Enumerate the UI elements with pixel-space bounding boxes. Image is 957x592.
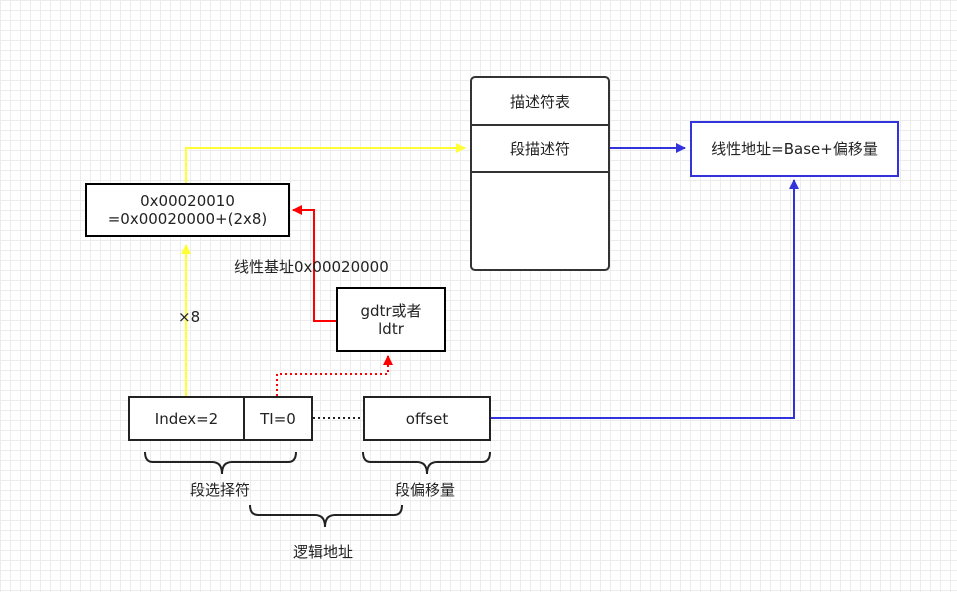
- linear-address-text: 线性地址=Base+偏移量: [711, 140, 878, 158]
- ti-to-register-arrow: [276, 355, 393, 396]
- selector-brace: [144, 451, 297, 475]
- register-box: gdtr或者 ldtr: [336, 287, 446, 352]
- offset-brace: [362, 451, 491, 475]
- register-line2: ldtr: [378, 319, 404, 338]
- offset-text: offset: [405, 409, 449, 428]
- offset-box: offset: [363, 396, 491, 441]
- base-to-address-arrow: [292, 205, 336, 322]
- logical-address-brace: [249, 504, 403, 528]
- times-eight-label: ×8: [178, 308, 201, 326]
- linear-address-box: 线性地址=Base+偏移量: [690, 121, 899, 177]
- descriptor-table: 描述符表 段描述符: [470, 76, 610, 271]
- descriptor-table-title: 描述符表: [509, 92, 570, 111]
- register-line1: gdtr或者: [360, 301, 422, 320]
- segment-selector: Index=2 TI=0: [128, 396, 313, 441]
- selector-brace-label: 段选择符: [190, 481, 251, 499]
- offset-brace-label: 段偏移量: [395, 481, 456, 499]
- address-calc-box: 0x00020010 =0x00020000+(2x8): [85, 183, 290, 237]
- logical-address-label: 逻辑地址: [293, 543, 354, 561]
- selector-ti-field: TI=0: [260, 409, 296, 428]
- base-address-label: 线性基址0x00020000: [234, 258, 389, 276]
- segment-descriptor-entry: 段描述符: [472, 124, 608, 173]
- address-to-descriptor-arrow: [185, 143, 466, 183]
- address-calc-line1: 0x00020010: [140, 192, 235, 210]
- offset-to-linear-arrow: [490, 179, 799, 419]
- address-calc-line2: =0x00020000+(2x8): [107, 210, 268, 228]
- selector-index-field: Index=2: [130, 398, 245, 439]
